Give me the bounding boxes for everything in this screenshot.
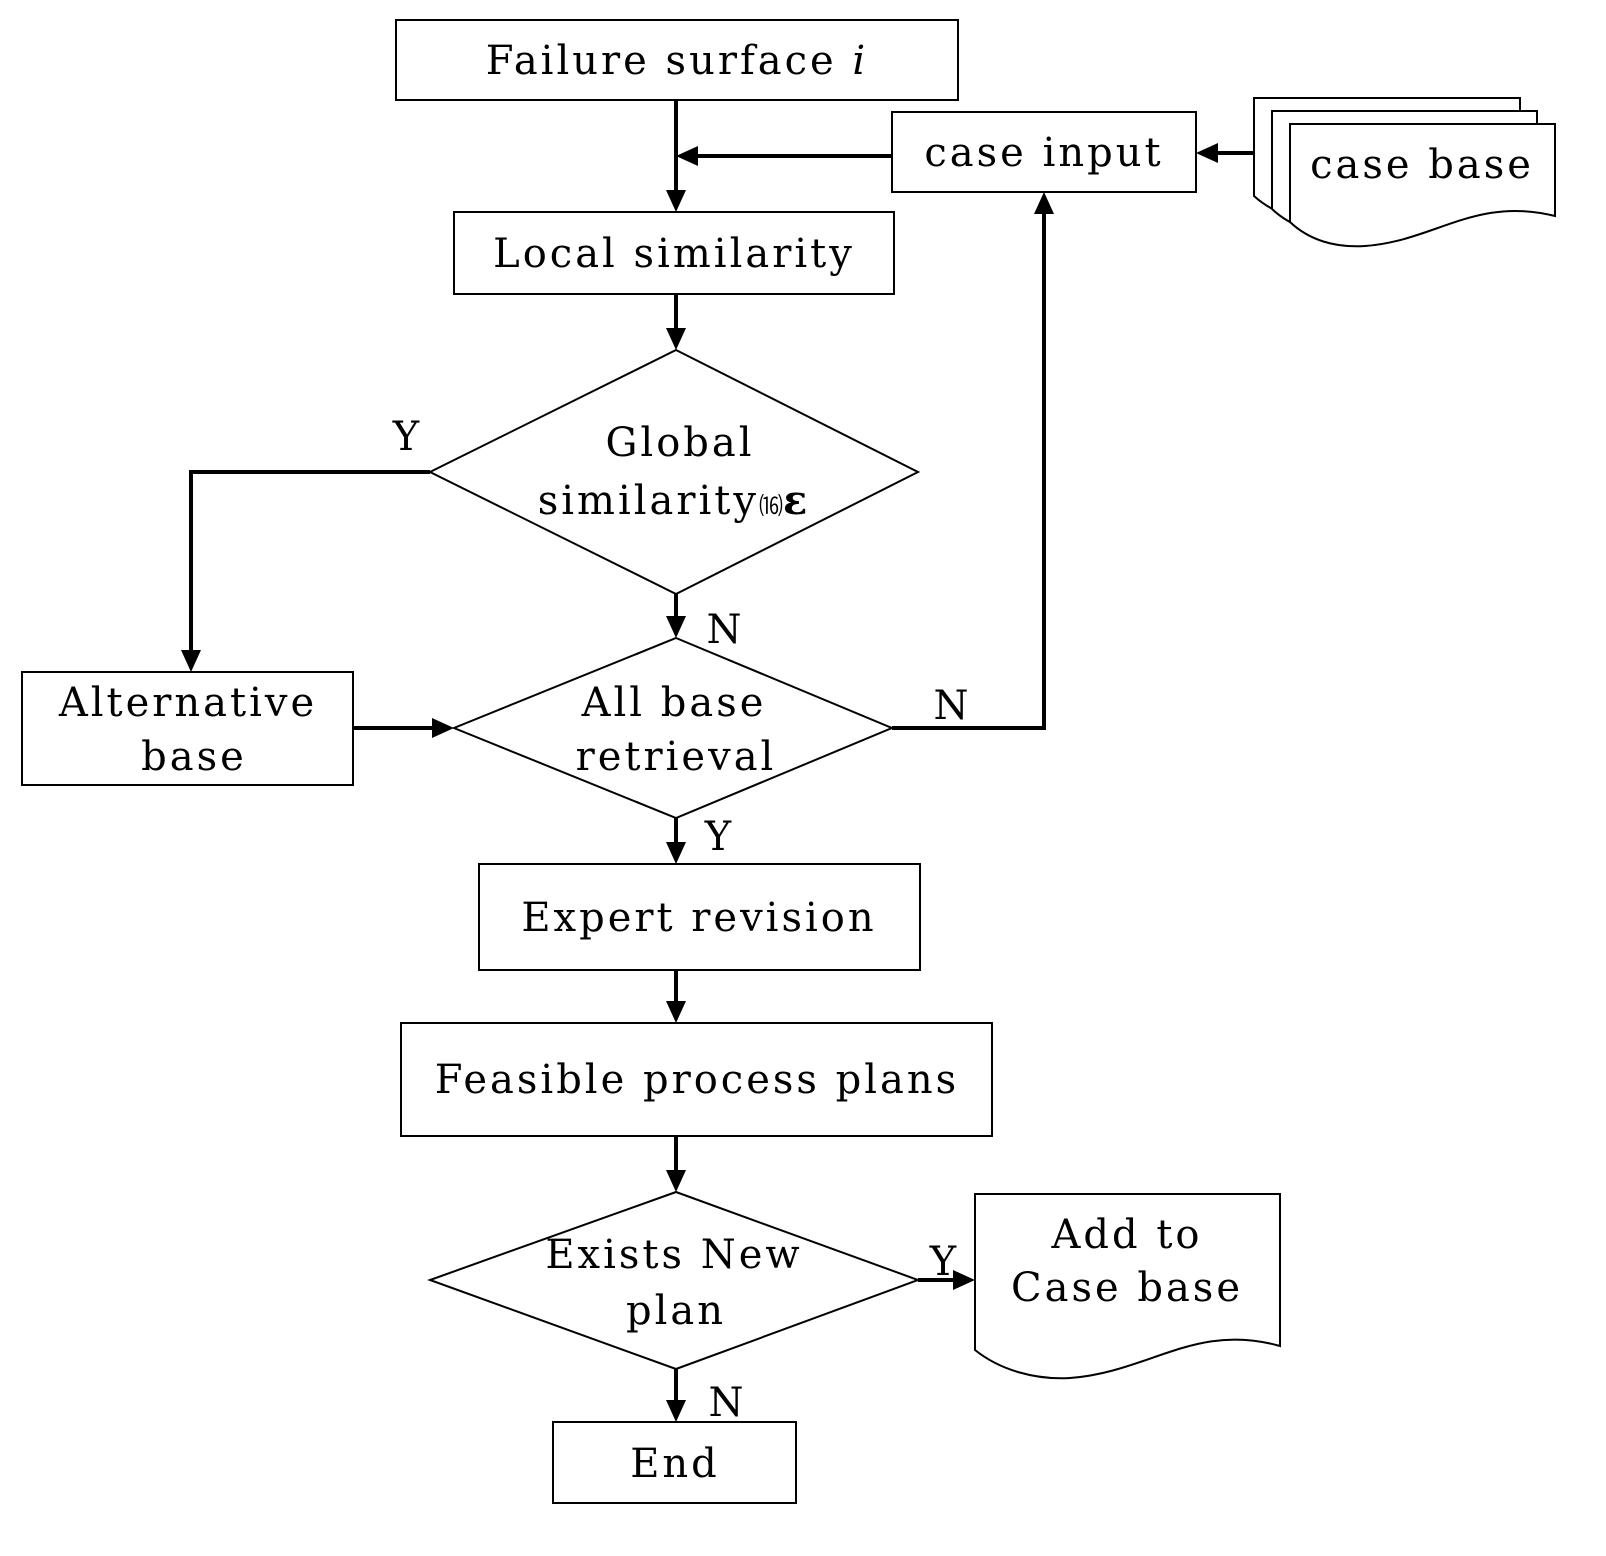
- arrowhead-local-similarity: [666, 190, 686, 212]
- add-to-case-base-document: [974, 1193, 1281, 1380]
- case-input-box: [891, 111, 1197, 193]
- arrowhead-feasible-plans: [666, 1001, 686, 1023]
- exists-new-plan-label-line1: Exists New: [545, 1232, 802, 1278]
- failure-surface-box: [395, 19, 959, 101]
- retrieval-yes-branch-label: Y: [704, 814, 732, 860]
- edge-global-yes-to-alternative: [189, 470, 430, 652]
- expert-revision-box: [478, 863, 921, 971]
- feasible-plans-box: [400, 1022, 993, 1137]
- arrowhead-exists-new-plan: [666, 1170, 686, 1192]
- arrowhead-retrieval-left: [432, 718, 454, 738]
- global-similarity-diamond: [427, 348, 921, 596]
- case-input-label: case input: [924, 130, 1163, 176]
- arrowhead-case-input: [1196, 143, 1218, 163]
- feasible-plans-label: Feasible process plans: [435, 1057, 959, 1103]
- arrowhead-add-to-case-base: [953, 1270, 975, 1290]
- global-similarity-label-line2: similarity⒃ε: [538, 477, 811, 524]
- arrowhead-alternative-base: [181, 650, 201, 672]
- global-yes-branch-label: Y: [392, 414, 420, 460]
- arrowhead-end: [666, 1400, 686, 1422]
- alternative-base-label-line2: base: [141, 734, 247, 780]
- arrowhead-global-similarity: [666, 328, 686, 350]
- add-to-case-base-label-line2: Case base: [1011, 1265, 1243, 1311]
- arrowhead-all-base-retrieval: [666, 616, 686, 638]
- case-base-stack: [1253, 97, 1556, 248]
- global-no-branch-label: N: [707, 607, 742, 653]
- local-similarity-label: Local similarity: [493, 231, 855, 277]
- new-plan-yes-branch-label: Y: [929, 1239, 957, 1285]
- all-base-retrieval-label-line1: All base: [581, 680, 767, 726]
- arrowhead-expert-revision: [666, 842, 686, 864]
- exists-new-plan-label-line2: plan: [626, 1288, 726, 1334]
- failure-surface-label: Failure surface i: [486, 38, 868, 84]
- end-box: [552, 1421, 797, 1504]
- arrowhead-case-input-bottom: [1034, 192, 1054, 214]
- arrowhead-main-line: [676, 146, 698, 166]
- global-similarity-label-line1: Global: [605, 420, 754, 466]
- expert-revision-label: Expert revision: [521, 895, 876, 941]
- end-label: End: [630, 1441, 720, 1487]
- global-similarity-word: similarity: [538, 478, 759, 524]
- alternative-base-box: [21, 671, 354, 786]
- edge-retrieval-no-to-caseinput: [892, 212, 1046, 730]
- add-to-case-base-label-line1: Add to: [1051, 1212, 1203, 1258]
- failure-surface-text: Failure surface: [486, 38, 853, 84]
- all-base-retrieval-label-line2: retrieval: [576, 734, 777, 780]
- local-similarity-box: [453, 211, 895, 295]
- case-base-front-sheet: [1289, 123, 1556, 248]
- exists-new-plan-diamond: [427, 1190, 921, 1371]
- all-base-retrieval-diamond: [451, 636, 895, 820]
- equation-reference: ⒃: [759, 492, 783, 520]
- case-base-label: case base: [1310, 142, 1534, 188]
- new-plan-no-branch-label: N: [709, 1380, 744, 1426]
- epsilon-symbol: ε: [783, 477, 810, 524]
- alternative-base-label-line1: Alternative: [58, 680, 317, 726]
- failure-surface-index: i: [852, 38, 868, 84]
- retrieval-no-branch-label: N: [934, 683, 969, 729]
